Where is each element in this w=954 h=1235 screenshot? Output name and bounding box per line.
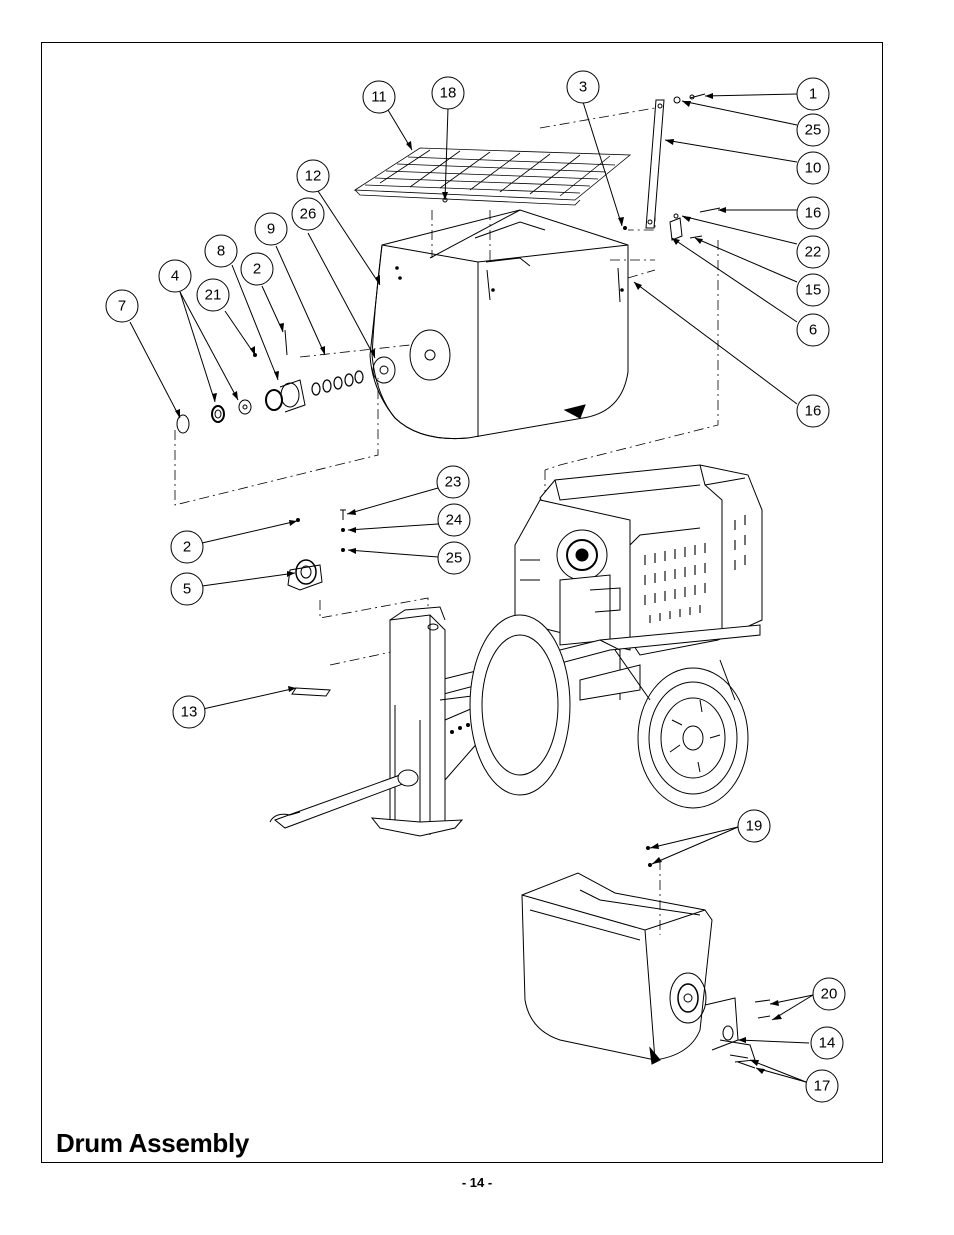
callout-4: 4 <box>171 268 179 285</box>
callout-21: 21 <box>205 287 222 304</box>
callout-3: 3 <box>579 79 587 96</box>
callout-2: 2 <box>183 539 191 556</box>
callout-11: 11 <box>371 89 387 106</box>
callout-12: 12 <box>305 168 322 185</box>
page-border <box>41 42 883 1163</box>
callout-19: 19 <box>746 818 763 835</box>
callout-1: 1 <box>809 86 817 103</box>
bearing-hardware <box>287 509 346 591</box>
drum-lower <box>521 846 771 1069</box>
callout-16: 16 <box>805 403 822 420</box>
callout-15: 15 <box>805 282 822 299</box>
wheels <box>469 614 749 809</box>
mixer-frame <box>269 464 763 837</box>
callout-2: 2 <box>253 261 261 278</box>
callout-8: 8 <box>217 243 225 260</box>
callout-17: 17 <box>814 1078 831 1095</box>
callout-labels: 1 25 10 16 22 15 6 16 3 18 11 12 26 9 8 … <box>118 79 838 1095</box>
callout-18: 18 <box>440 85 457 102</box>
agitator-rod-hardware <box>442 93 721 241</box>
page-title: Drum Assembly <box>56 1128 250 1158</box>
callout-23: 23 <box>445 474 462 491</box>
callout-9: 9 <box>267 221 275 238</box>
callout-22: 22 <box>805 244 822 261</box>
callout-25: 25 <box>805 122 822 139</box>
leader-arrowheads <box>175 93 782 1074</box>
callout-13: 13 <box>181 704 198 721</box>
callout-26: 26 <box>300 206 317 223</box>
callout-10: 10 <box>805 160 822 177</box>
callout-14: 14 <box>819 1035 836 1052</box>
callout-circles <box>105 70 846 1103</box>
callout-24: 24 <box>446 512 463 529</box>
callout-5: 5 <box>183 581 191 598</box>
drum-shaft-parts <box>176 329 396 434</box>
grate <box>353 147 632 206</box>
callout-6: 6 <box>809 322 817 339</box>
callout-25: 25 <box>446 550 463 567</box>
callout-7: 7 <box>118 298 126 315</box>
drum-upper <box>369 209 629 440</box>
page-number: - 14 - <box>461 1175 493 1190</box>
callout-16: 16 <box>805 205 822 222</box>
callout-20: 20 <box>821 986 838 1003</box>
leader-lines <box>129 93 814 1083</box>
